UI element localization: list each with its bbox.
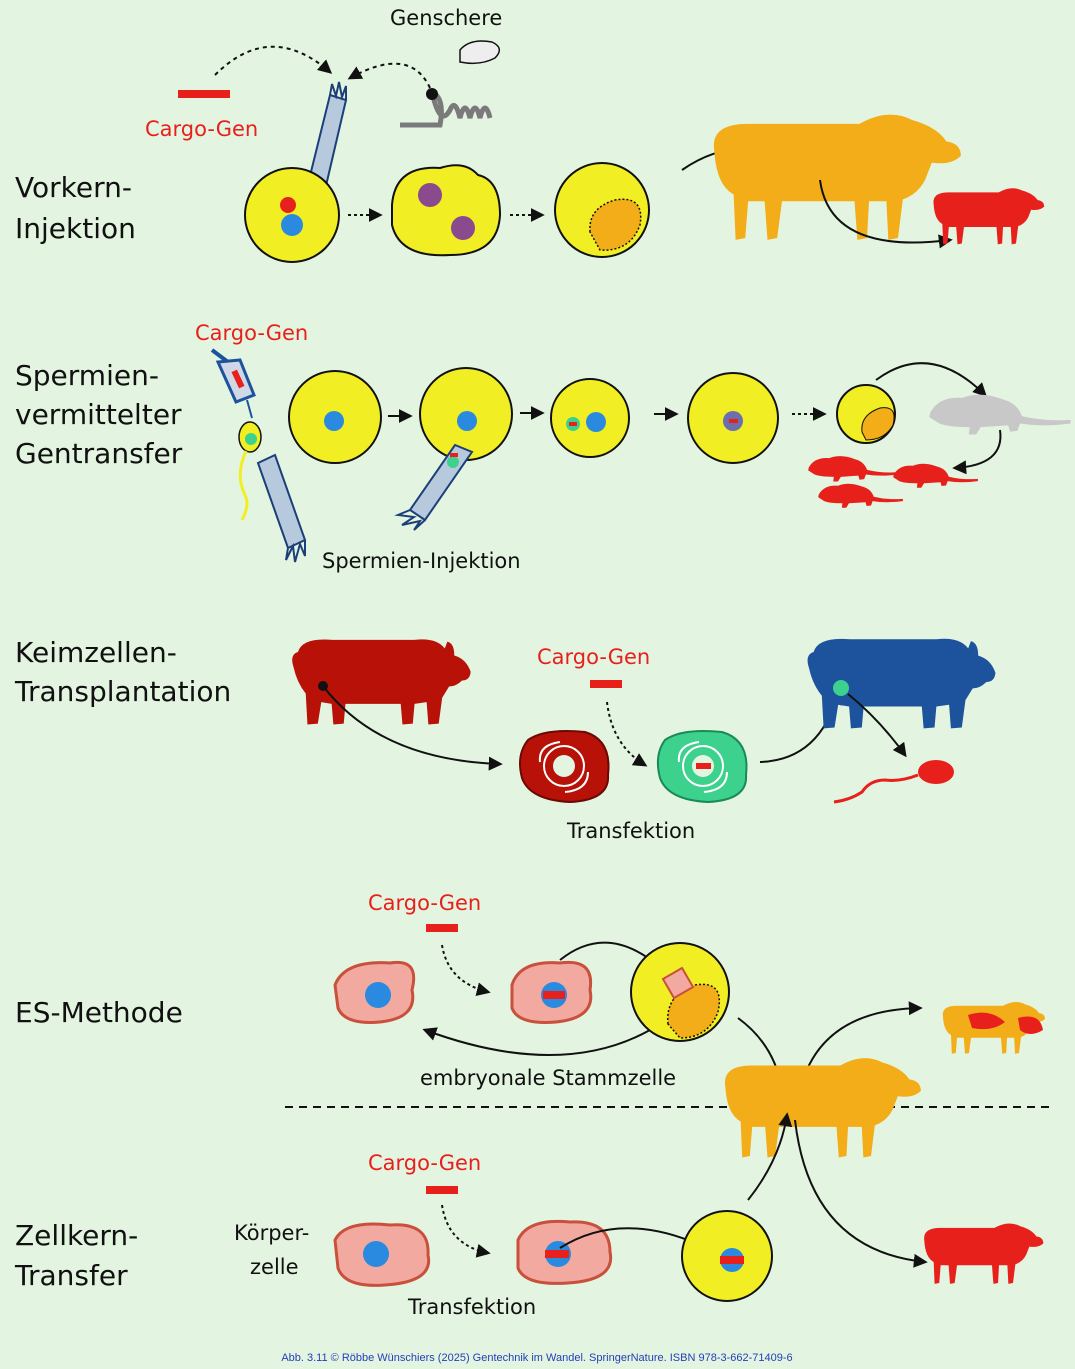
- sperm-icon: [238, 421, 262, 521]
- arrow-scissor-to-pipette: [347, 62, 431, 89]
- cargo-gene-label: Cargo-Gen: [537, 645, 650, 669]
- sheep-icon: [724, 1058, 921, 1158]
- dna-strand-icon: [400, 87, 493, 128]
- injected-es-cells: [661, 966, 695, 1000]
- cargo-gene-bar: [569, 422, 577, 426]
- stem-cell-label: embryonale Stammzelle: [420, 1066, 676, 1090]
- cargo-gene-bar: [590, 680, 622, 688]
- row-title-spermien-line1: Spermien-: [15, 359, 159, 392]
- sheep-icon: [933, 188, 1045, 245]
- nucleus: [324, 411, 344, 431]
- micropipette-icon: [394, 443, 474, 531]
- row-es-methode: ES-Methode Cargo-Gen embryonale Stammzel…: [15, 891, 1045, 1093]
- dividing-cell: [391, 164, 502, 257]
- nucleus: [457, 411, 477, 431]
- arrow-to-clone: [794, 1119, 928, 1268]
- row-title-spermien-line2: vermittelter: [15, 398, 182, 431]
- arrow-to-sperm: [847, 693, 907, 758]
- row-vorkern-injektion: Vorkern- Injektion Cargo-Gen Genschere: [15, 6, 1045, 263]
- arrow-to-mouse: [875, 362, 987, 397]
- arrow-to-surrogate: [747, 1112, 793, 1201]
- nucleus: [363, 1241, 389, 1267]
- arrow-dotted: [441, 1204, 491, 1258]
- cargo-gene-bar: [729, 419, 738, 423]
- row-zellkern-transfer: Zellkern- Transfer Cargo-Gen Körper- zel…: [14, 1112, 1044, 1319]
- gene-scissor-label: Genschere: [390, 6, 502, 30]
- cargo-gene-bar: [426, 1186, 458, 1194]
- testis-tubule-red: [519, 730, 610, 804]
- mouse-icon: [929, 394, 1071, 435]
- sheep-icon: [713, 114, 961, 240]
- arrow-to-testis-tissue: [322, 685, 503, 771]
- sheep-icon: [924, 1223, 1044, 1284]
- syringe-icon: [210, 348, 256, 419]
- zygote-cell: [244, 167, 340, 263]
- nucleus: [586, 412, 606, 432]
- micropipette-icon: [256, 453, 307, 563]
- arrow-to-offspring: [952, 429, 1002, 475]
- arrow-nucleus-transfer: [559, 1227, 703, 1249]
- cargo-gene-label: Cargo-Gen: [368, 1151, 481, 1175]
- sperm-icon: [833, 760, 954, 804]
- gene-scissor-icon: [459, 40, 501, 65]
- nucleus: [365, 982, 391, 1008]
- row-title-vorkern-line1: Vorkern-: [15, 171, 132, 204]
- arrow-cargo-to-pipette: [214, 45, 333, 76]
- cargo-gene-label: Cargo-Gen: [368, 891, 481, 915]
- row-title-keimzellen-line2: Transplantation: [14, 675, 231, 708]
- mouse-icon: [808, 456, 898, 482]
- row-spermien-gentransfer: Spermien- vermittelter Gentransfer Cargo…: [15, 321, 1071, 573]
- transfection-label: Transfektion: [407, 1295, 536, 1319]
- arrow-dotted: [606, 701, 648, 767]
- mouse-icon: [818, 483, 903, 508]
- row-title-es-methode: ES-Methode: [15, 996, 183, 1029]
- sperm-injection-label: Spermien-Injektion: [322, 549, 521, 573]
- figure-credit: Abb. 3.11 © Röbbe Wünschiers (2025) Gent…: [281, 1352, 792, 1364]
- cargo-gene-bar: [545, 1250, 569, 1258]
- row-title-zellkern-line1: Zellkern-: [15, 1219, 138, 1252]
- arrow-back-to-stem-cell: [422, 1027, 651, 1056]
- chimera-patches: [968, 1012, 1043, 1034]
- cargo-gene-label: Cargo-Gen: [145, 117, 258, 141]
- arrow-to-offspring: [819, 179, 953, 249]
- cargo-gene-bar: [178, 90, 230, 98]
- row-title-spermien-line3: Gentransfer: [15, 437, 183, 470]
- cargo-gene-bar: [426, 924, 458, 932]
- cargo-gene-bar: [543, 991, 565, 999]
- transfection-label: Transfektion: [566, 819, 695, 843]
- cargo-gene-bar: [720, 1256, 744, 1264]
- testis-tubule-green: [656, 730, 748, 804]
- row-keimzellen-transplantation: Keimzellen- Transplantation Cargo-Gen Tr…: [14, 636, 996, 843]
- row-title-zellkern-line2: Transfer: [14, 1259, 128, 1292]
- cargo-gene-label: Cargo-Gen: [195, 321, 308, 345]
- arrow-dotted: [441, 944, 491, 997]
- pig-icon: [292, 639, 471, 725]
- inner-cell-mass: [667, 983, 720, 1039]
- inner-cell-mass: [861, 407, 895, 441]
- somatic-cell-label-line1: Körper-: [234, 1221, 309, 1245]
- somatic-cell-label-line2: zelle: [250, 1255, 299, 1279]
- transplant-spot: [833, 680, 849, 696]
- blastocyst-cell: [554, 162, 650, 258]
- row-title-vorkern-line2: Injektion: [15, 212, 136, 245]
- row-title-keimzellen-line1: Keimzellen-: [15, 636, 177, 669]
